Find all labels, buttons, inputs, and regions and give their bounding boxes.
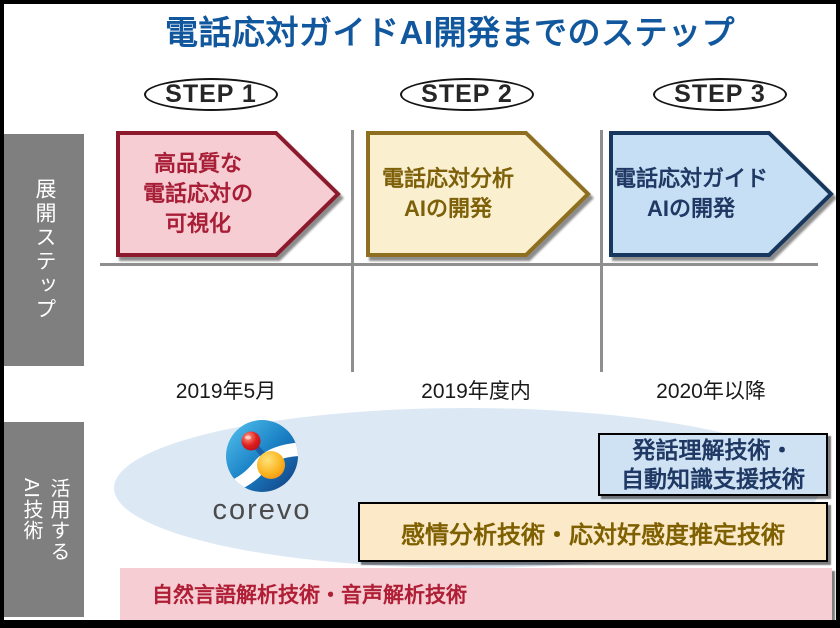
step-badge: STEP 1 — [144, 78, 278, 111]
timeline-divider-line — [100, 263, 818, 266]
step-date: 2020年以降 — [656, 380, 766, 403]
tech-box-language-analysis: 自然言語解析技術・音声解析技術 — [120, 568, 832, 620]
step-badge: STEP 3 — [653, 78, 787, 111]
step-column-3: STEP 3 電話応対ガイド AIの開発 2020年以降 — [600, 78, 834, 408]
step-arrow-icon — [609, 131, 834, 257]
step-date: 2019年度内 — [421, 380, 531, 403]
step-date: 2019年5月 — [175, 380, 277, 403]
step-arrow-label: 電話応対分析 AIの開発 — [381, 166, 514, 221]
column-divider-line — [600, 130, 603, 372]
step-arrow-icon — [366, 131, 591, 257]
step-arrow-icon — [116, 131, 341, 257]
step-arrow-label: 高品質な 電話応対の 可視化 — [142, 151, 253, 236]
tech-box-emotion-analysis: 感情分析技術・応対好感度推定技術 — [358, 502, 828, 562]
page-title: 電話応対ガイドAI開発までのステップ — [165, 14, 735, 51]
column-divider-line — [351, 130, 354, 372]
corevo-logo-text: corevo — [212, 494, 312, 526]
corevo-logo-icon — [226, 420, 298, 492]
sidebar-label-ai-technology: 活用する AI技術 — [4, 422, 84, 617]
step-badge: STEP 2 — [400, 78, 534, 111]
step-column-2: STEP 2 電話応対分析 AIの開発 2019年度内 — [352, 78, 600, 408]
tech-box-speech-understanding: 発話理解技術・ 自動知識支援技術 — [598, 433, 828, 496]
step-column-1: STEP 1 高品質な 電話応対の 可視化 2019年5月 — [100, 78, 352, 408]
sidebar-label-deployment-steps: 展開ステップ — [4, 134, 84, 366]
step-arrow-label: 電話応対ガイド AIの開発 — [613, 166, 768, 221]
